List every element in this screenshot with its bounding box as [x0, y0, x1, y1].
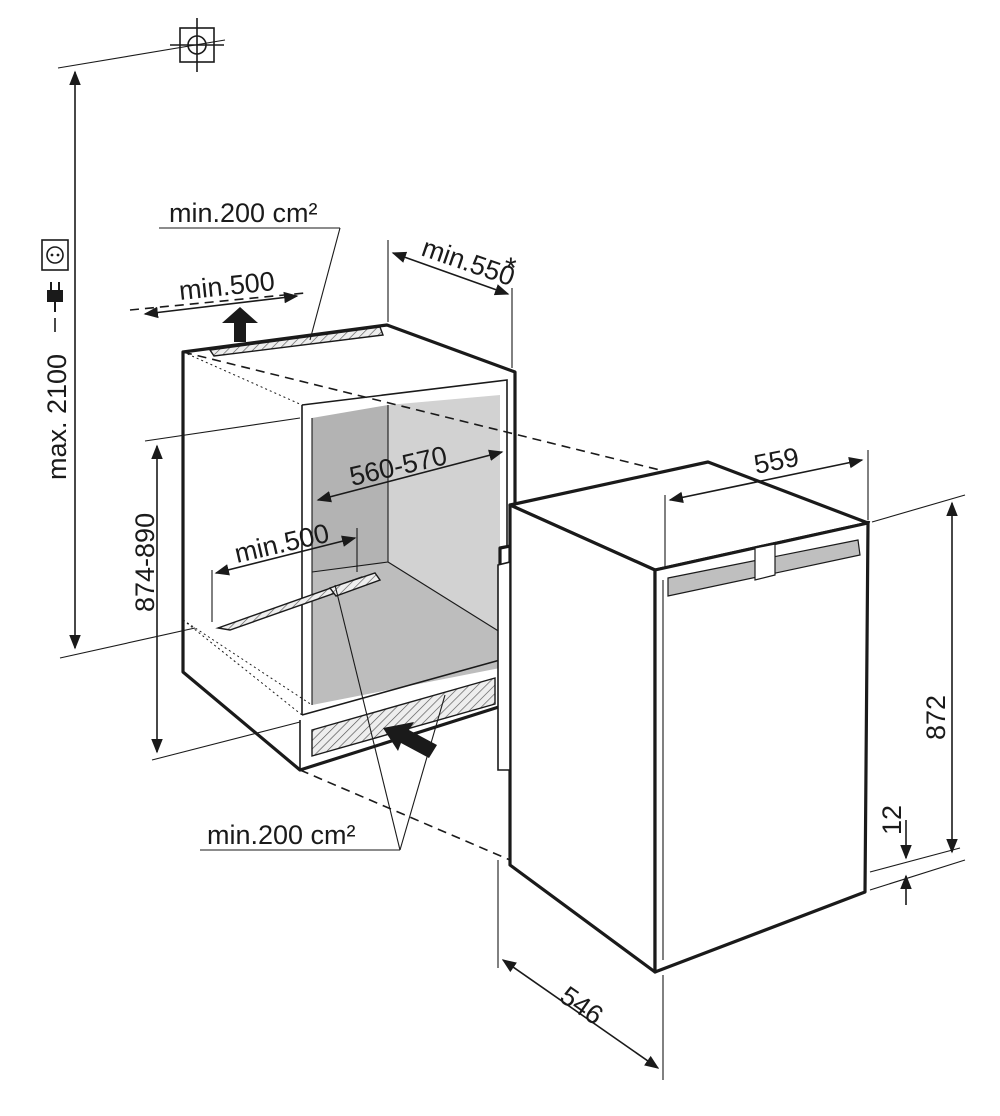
appliance-side: [508, 503, 657, 974]
power-plug-icon: [47, 282, 63, 312]
depth-min-label: min.550: [418, 232, 519, 292]
vent-bottom-area-label: min.200 cm²: [207, 820, 356, 850]
max-height-label: max. 2100: [42, 354, 72, 480]
vent-top-area-label: min.200 cm²: [169, 198, 318, 228]
appliance-depth-dimension: [501, 959, 660, 1069]
air-inlet-arrow-icon: [383, 722, 437, 758]
appliance-depth-label: 546: [555, 980, 609, 1030]
projection-line-bottom: [299, 769, 511, 861]
niche-width-dimension: [316, 449, 504, 503]
appliance-width-dimension: [668, 457, 864, 503]
air-outlet-arrow-icon: [222, 307, 258, 342]
plinth-vent-grille: [311, 677, 496, 757]
floor-depth-dimension: [214, 535, 357, 576]
depth-asterisk: *: [505, 252, 517, 285]
appliance: [497, 460, 870, 974]
appliance-door: [653, 521, 870, 974]
appliance-height-label: 872: [921, 695, 951, 740]
niche-floor: [312, 562, 500, 705]
top-vent-grille: [208, 326, 384, 357]
wall-socket-icon: [41, 239, 69, 271]
depth-min-dimension: [391, 251, 510, 296]
ceiling-reference-line: [57, 39, 226, 69]
plinth-gap-label: 12: [877, 805, 907, 835]
floor-reference-line: [59, 627, 196, 659]
top-clearance-dimension: [143, 291, 299, 319]
door-handle: [754, 543, 776, 581]
niche-height-label: 874-890: [130, 513, 160, 612]
